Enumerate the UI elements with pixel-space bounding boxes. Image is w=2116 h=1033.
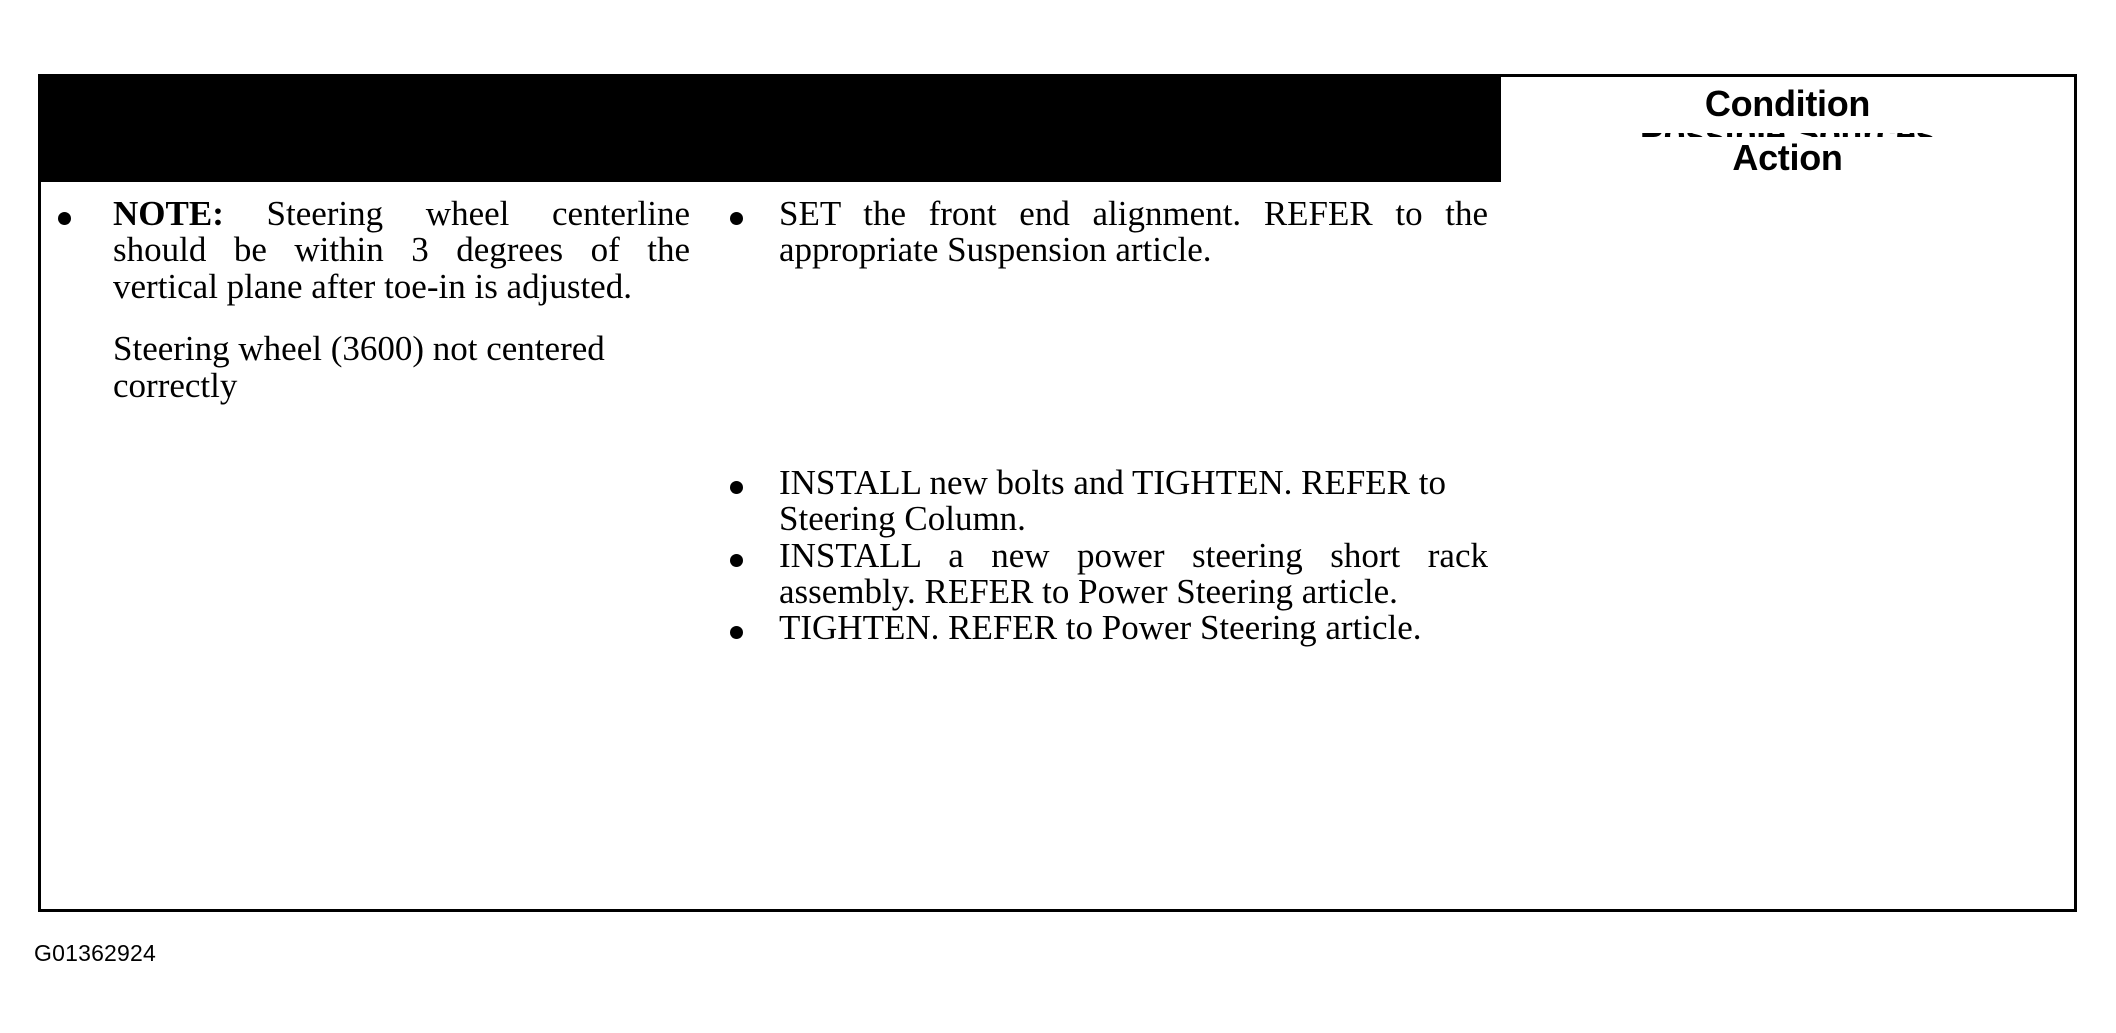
list-item: NOTE: Steering wheel centerline should b… [41, 194, 690, 405]
action-text: INSTALL a new power steering short rack … [779, 535, 1488, 611]
action-text: TIGHTEN. REFER to Power Steering article… [779, 608, 1422, 648]
column-divider-1-body [703, 77, 1498, 182]
column-header-possible-sources: Possible Sources [1501, 133, 2074, 137]
diagnostic-table: Condition Possible Sources Action NOTE: … [38, 74, 2077, 912]
bullet-icon [730, 553, 743, 567]
column-header-action: Action [1732, 137, 1843, 178]
cell-condition: NOTE: Steering wheel centerline should b… [41, 182, 700, 909]
action-text: SET the front end alignment. REFER to th… [779, 194, 1488, 270]
bullet-icon [730, 212, 743, 225]
condition-sub-paragraph: Steering wheel (3600) not centered corre… [113, 329, 605, 405]
condition-bullet-list: NOTE: Steering wheel centerline should b… [41, 194, 690, 405]
action-text: INSTALL new bolts and TIGHTEN. REFER to … [779, 462, 1446, 539]
column-divider-2-body [1498, 77, 1501, 182]
spacer [703, 269, 1488, 465]
note-label: NOTE: [113, 194, 224, 233]
condition-note: NOTE: Steering wheel centerline should b… [113, 194, 690, 306]
list-item: SET the front end alignment. REFER to th… [703, 194, 1488, 270]
list-item: TIGHTEN. REFER to Power Steering article… [703, 608, 1488, 648]
column-divider-2 [700, 77, 703, 182]
list-item: INSTALL a new power steering short rack … [703, 535, 1488, 611]
action-bullet-list: SET the front end alignment. REFER to th… [703, 194, 1488, 648]
figure-id-label: G01362924 [34, 940, 157, 966]
column-divider-1 [41, 77, 700, 182]
list-item: INSTALL new bolts and TIGHTEN. REFER to … [703, 462, 1488, 539]
note-body: Steering wheel centerline should be with… [113, 194, 690, 306]
column-header-condition: Condition [1704, 82, 1871, 124]
bullet-icon [730, 480, 743, 494]
bullet-icon [730, 626, 743, 640]
cell-action: SET the front end alignment. REFER to th… [703, 182, 1498, 909]
bullet-icon [58, 212, 71, 225]
